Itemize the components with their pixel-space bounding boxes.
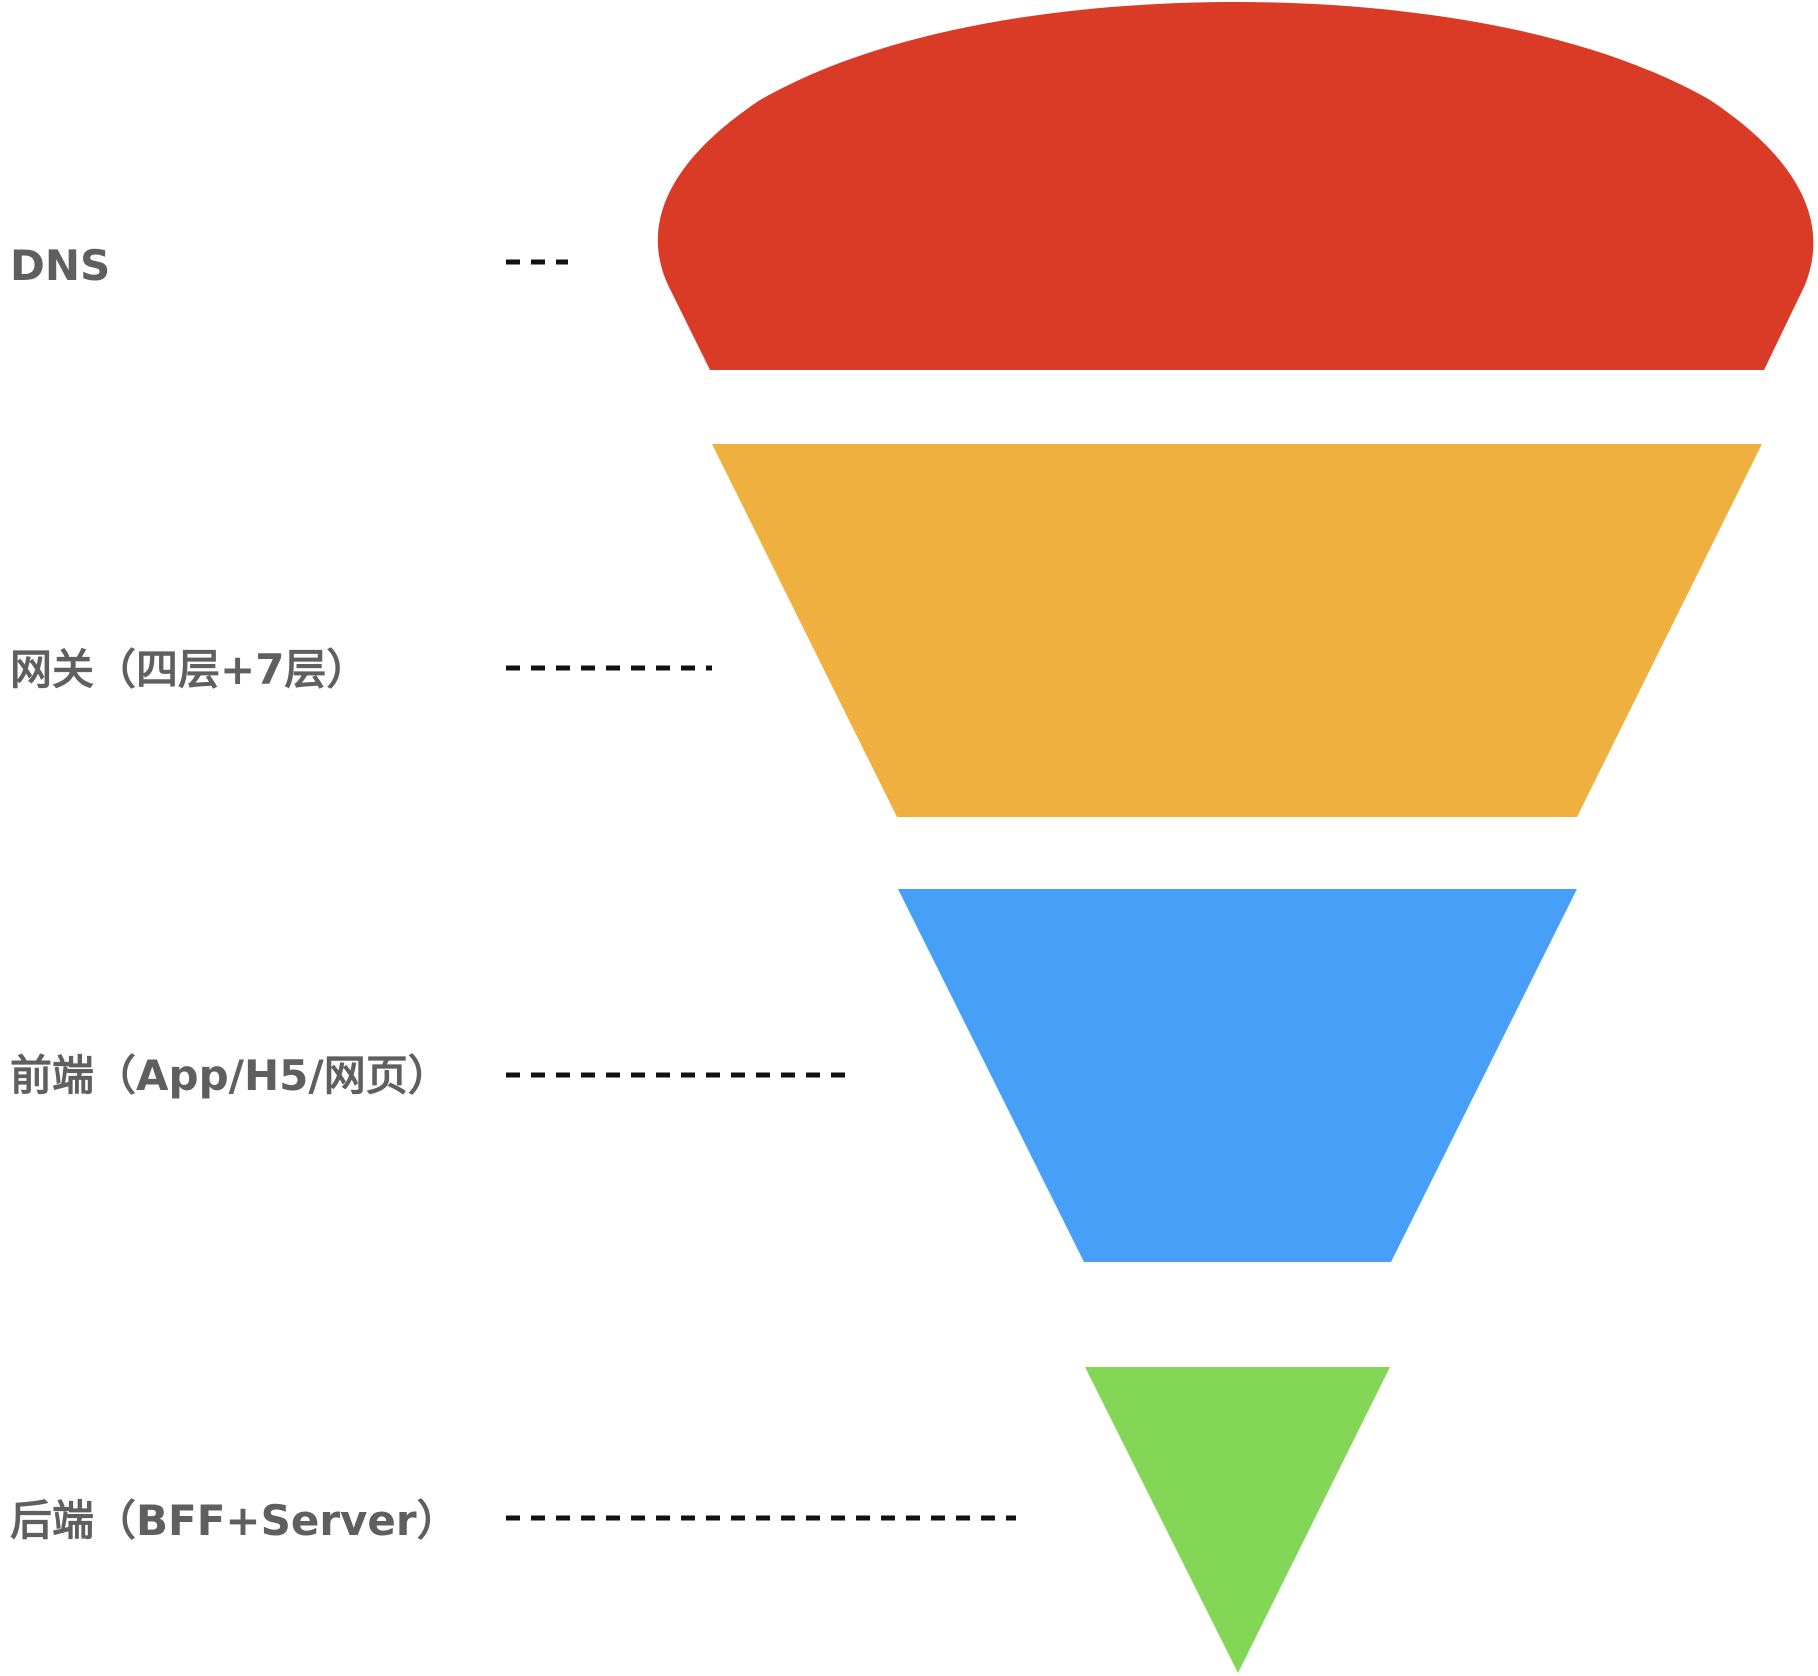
layer-label-backend: 后端（BFF+Server） [10, 1496, 459, 1545]
layer-label-frontend: 前端（App/H5/网页） [10, 1051, 450, 1100]
funnel-layer-dns [657, 2, 1814, 370]
layer-label-gateway: 网关（四层+7层） [10, 645, 368, 694]
funnel-layer-gateway [712, 444, 1762, 817]
layer-label-dns: DNS [10, 241, 110, 290]
funnel-layer-backend [1085, 1367, 1390, 1673]
funnel-layer-frontend [898, 889, 1577, 1262]
